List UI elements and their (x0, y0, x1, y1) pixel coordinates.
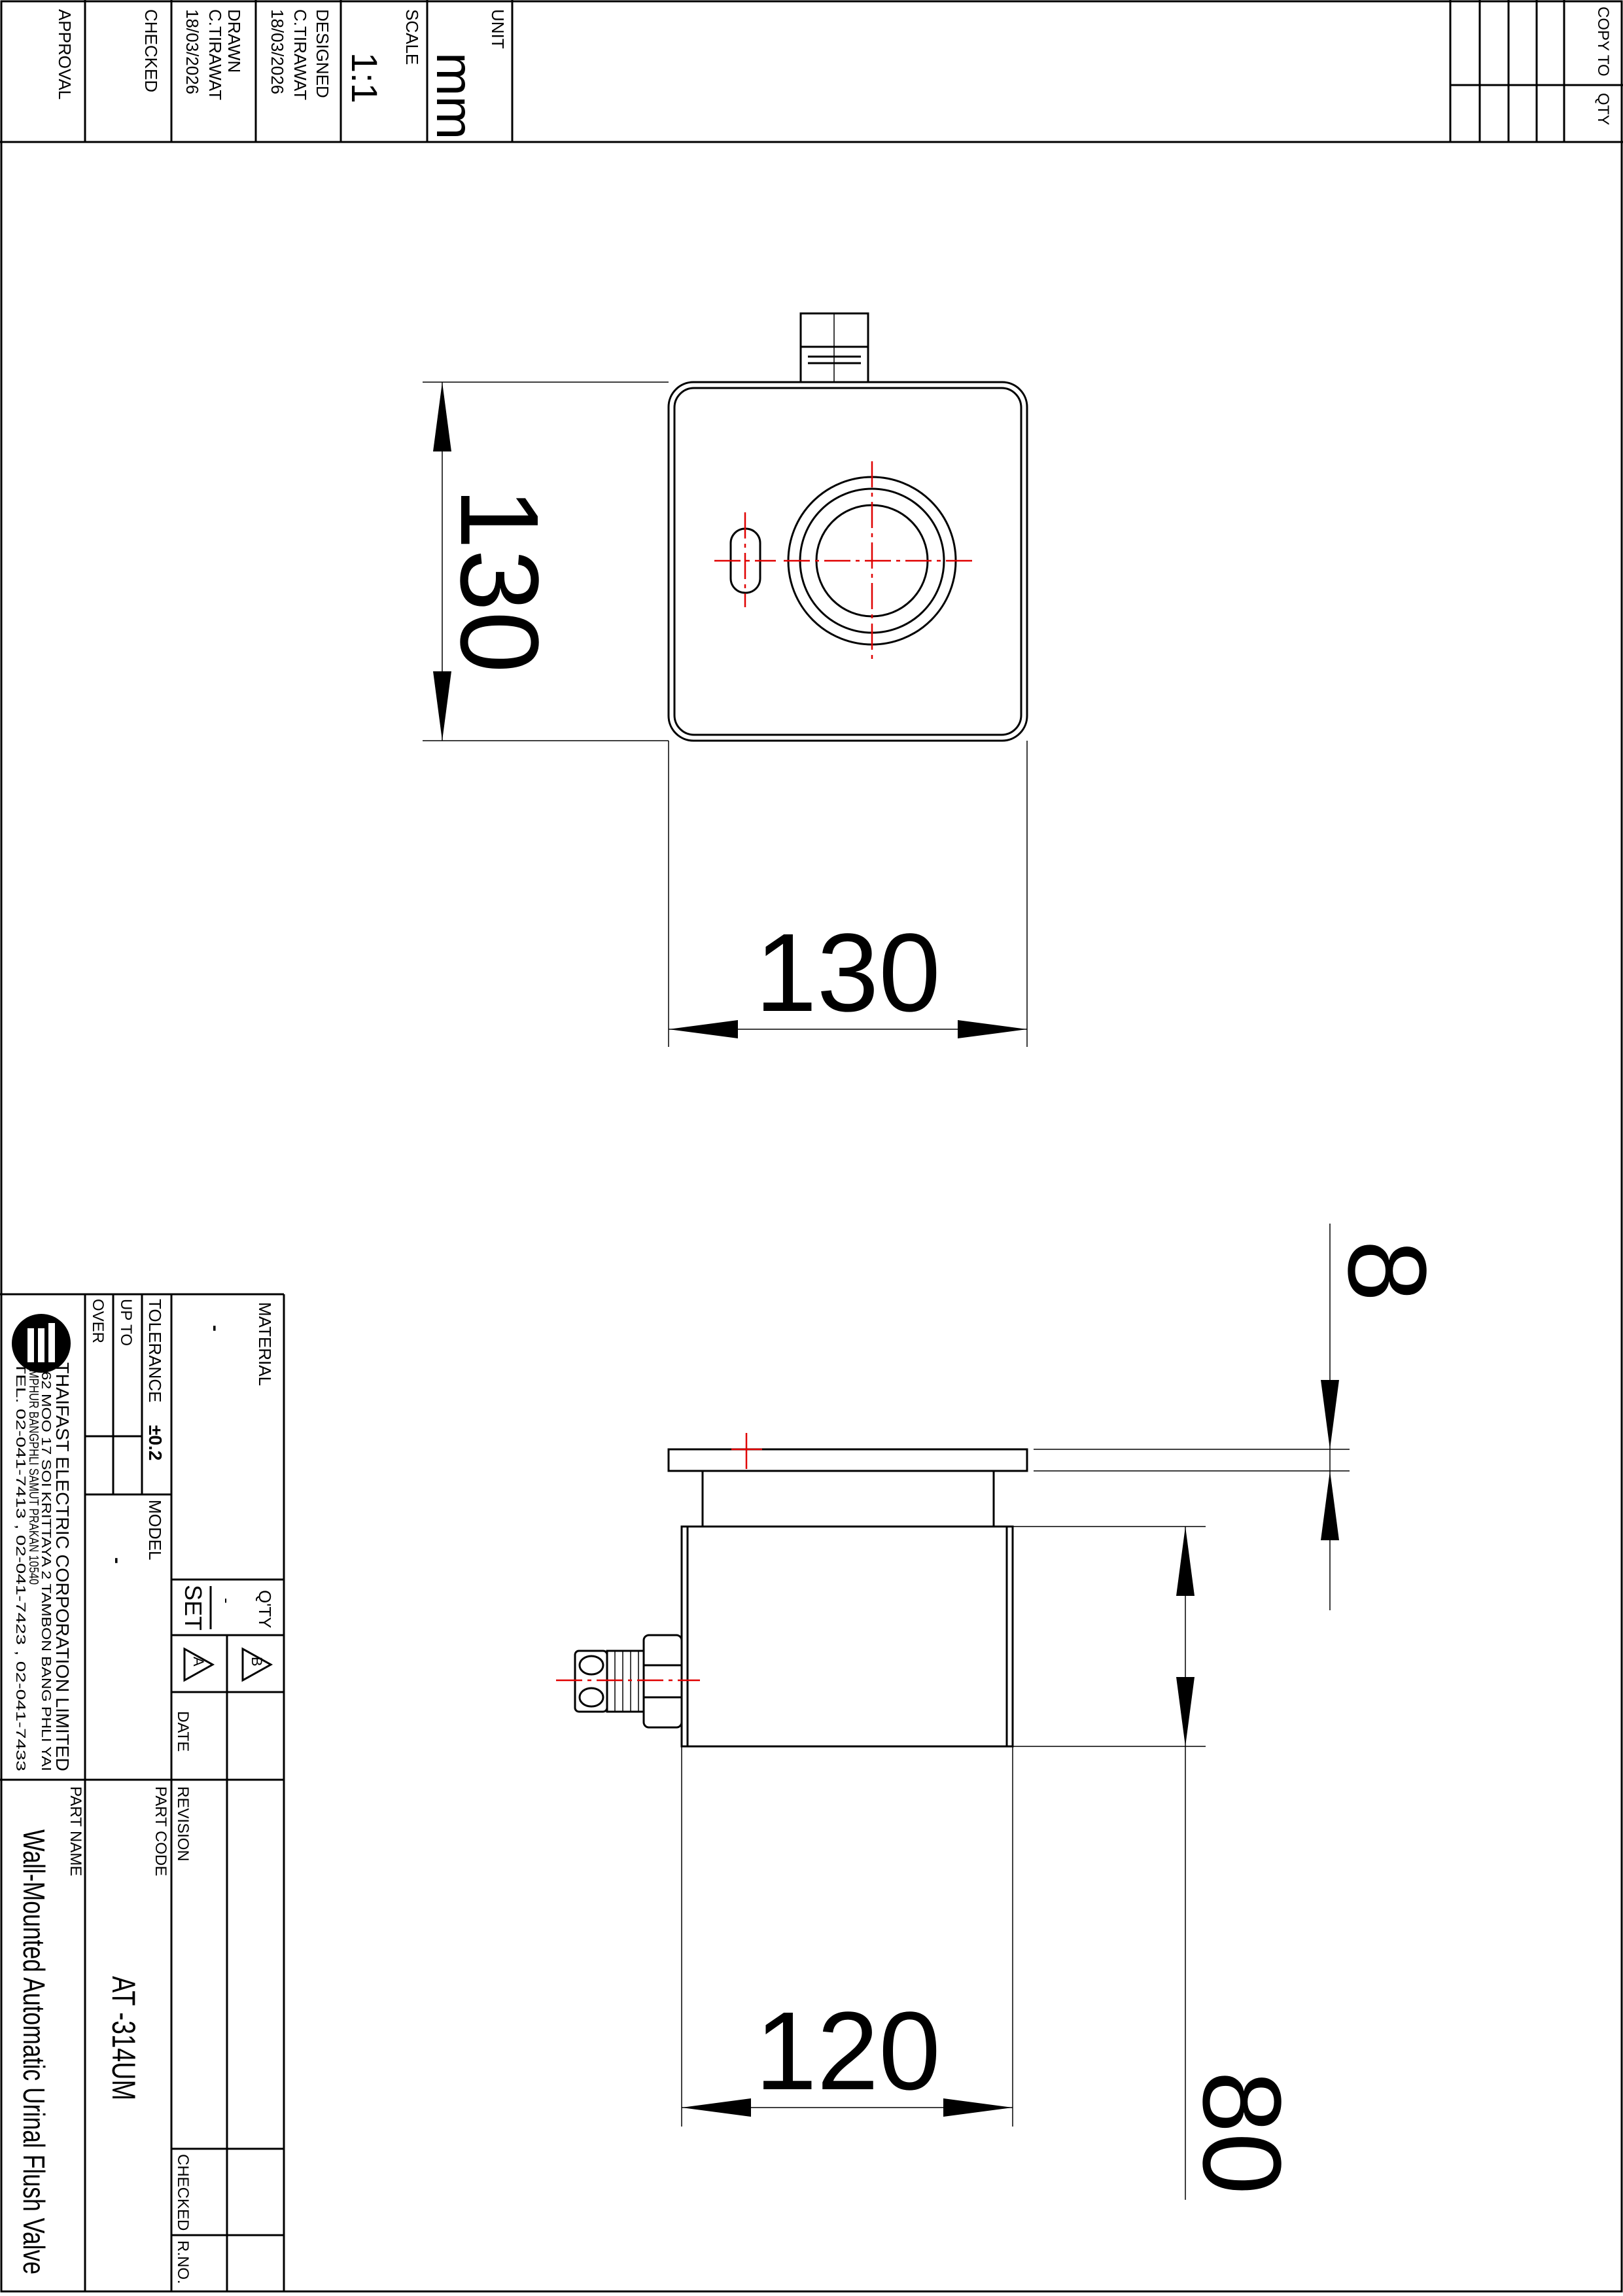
revision-a-triangle (183, 1647, 215, 1682)
dim-height-130: 130 (437, 487, 561, 673)
revision-checked-label: CHECKED (174, 2154, 192, 2231)
designed-by: C.TIRAWAT (290, 9, 310, 100)
drawn-label: DRAWN (224, 9, 244, 73)
material-value: - (205, 1325, 226, 1332)
dim-width-120: 120 (755, 1989, 941, 2113)
body (680, 1525, 1014, 1748)
qty-label: Q'TY (255, 1590, 275, 1628)
over-label: OVER (89, 1299, 107, 1343)
part-code-value: AT -314UM (105, 1976, 142, 2100)
dim-height-80: 80 (1179, 2071, 1304, 2195)
approval-label: APPROVAL (55, 9, 75, 99)
dim-flange-8: 8 (1325, 1240, 1449, 1302)
tolerance-value: ±0.2 (145, 1425, 166, 1460)
top-title-block: APPROVAL CHECKED DRAWN C.TIRAWAT 18/03/2… (0, 0, 1623, 143)
copy-to-label: COPY TO (1594, 7, 1612, 77)
model-label: MODEL (145, 1500, 165, 1560)
company-address-2: AMPHUR BANGPHLI SAMUT PRAKAN 10540 (26, 1362, 41, 1585)
designed-label: DESIGNED (313, 9, 332, 98)
copy-qty-label: QTY (1594, 93, 1612, 125)
model-value: - (107, 1557, 128, 1564)
drawn-date: 18/03/2026 (183, 9, 202, 94)
bottom-title-block: MATERIAL - TOLERANCE ±0.2 UP TO OVER MOD… (0, 1293, 285, 2291)
part-code-label: PART CODE (152, 1786, 169, 1876)
fitting-nut (642, 1634, 683, 1729)
tolerance-label: TOLERANCE (145, 1299, 165, 1402)
checked-label: CHECKED (141, 9, 161, 92)
revision-label: REVISION (174, 1786, 192, 1862)
unit-label: UNIT (488, 9, 508, 49)
front-view: 8 80 120 (556, 1224, 1449, 2200)
drawn-by: C.TIRAWAT (205, 9, 225, 100)
neck (701, 1470, 995, 1528)
dim-width-130: 130 (755, 911, 941, 1035)
qty-value: - (217, 1598, 237, 1604)
material-label: MATERIAL (255, 1302, 275, 1386)
qty-unit: SET (180, 1585, 207, 1631)
part-name-value: Wall-Mounted Automatic Urinal Flush Valv… (17, 1829, 51, 2274)
date-label: DATE (174, 1711, 192, 1752)
designed-date: 18/03/2026 (268, 9, 287, 94)
scale-value: 1:1 (344, 52, 385, 103)
company-name: THAIFAST ELECTRIC CORPORATION LIMITED (52, 1362, 73, 1771)
flange (667, 1448, 1028, 1472)
fitting-end (574, 1650, 608, 1713)
revision-a-label: A (190, 1657, 207, 1667)
unit-value: mm (426, 52, 484, 139)
top-view: 130 130 (423, 312, 1028, 1047)
company-phone: TEL. 02-041-7413 , 02-041-7423 , 02-041-… (13, 1362, 27, 1771)
company-logo (12, 1314, 71, 1373)
company-address-1: 162 MOO 17 SOI KRITTAYA 2 TAMBON BANG PH… (39, 1362, 53, 1771)
body-outline (667, 381, 1028, 742)
part-name-label: PART NAME (67, 1786, 84, 1876)
revision-b-label: B (249, 1657, 265, 1667)
scale-label: SCALE (402, 9, 422, 65)
up-to-label: UP TO (117, 1299, 135, 1346)
revision-b-triangle (241, 1647, 273, 1682)
rno-label: R.NO. (174, 2240, 192, 2284)
